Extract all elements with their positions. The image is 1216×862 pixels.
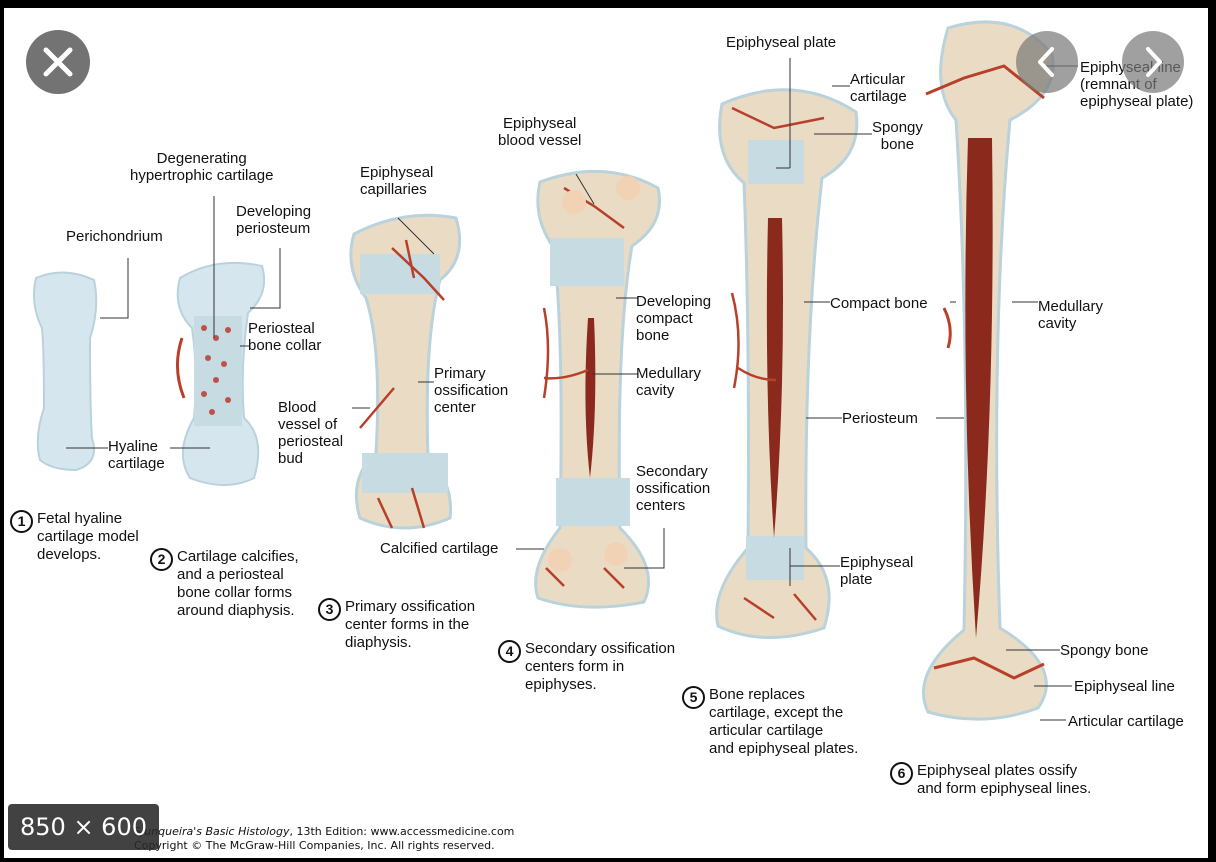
close-icon bbox=[43, 47, 73, 77]
credit-suffix: , 13th Edition: www.accessmedicine.com bbox=[289, 825, 515, 838]
label-developing-periosteum: Developing periosteum bbox=[236, 203, 312, 237]
stage-1-bone bbox=[33, 271, 98, 472]
stage-5-bone bbox=[715, 88, 859, 640]
step-number: 2 bbox=[150, 548, 173, 571]
chevron-left-icon bbox=[1038, 47, 1054, 77]
figure-illustration bbox=[33, 20, 1078, 721]
step-text: Cartilage calcifies, and a periosteal bo… bbox=[177, 548, 299, 619]
stage-3-bone bbox=[349, 213, 462, 530]
step-number: 6 bbox=[890, 762, 913, 785]
label-primary-ossification-center: Primary ossification center bbox=[434, 365, 509, 416]
label-compact-bone: Compact bone bbox=[830, 295, 928, 312]
step-text: Fetal hyaline cartilage model develops. bbox=[37, 510, 139, 563]
label-medullary-cavity-stage4: Medullary cavity bbox=[636, 365, 702, 399]
label-medullary-cavity-stage6: Medullary cavity bbox=[1038, 298, 1104, 332]
credit-copyright: Copyright © The McGraw-Hill Companies, I… bbox=[134, 839, 495, 852]
previous-image-button[interactable] bbox=[1016, 31, 1078, 93]
label-blood-vessel-periosteal-bud: Blood vessel of periosteal bud bbox=[278, 399, 344, 467]
label-degenerating-cartilage: Degenerating hypertrophic cartilage bbox=[130, 150, 274, 184]
stage-6-bone bbox=[922, 20, 1055, 721]
image-dimensions-badge: 850 × 600 bbox=[8, 804, 159, 850]
label-articular-cartilage-top: Articular cartilage bbox=[850, 71, 907, 105]
step-text: Primary ossification center forms in the… bbox=[345, 598, 476, 651]
label-spongy-bone-top: Spongy bone bbox=[872, 119, 923, 153]
label-articular-cartilage-stage6: Articular cartilage bbox=[1068, 713, 1184, 730]
next-image-button[interactable] bbox=[1122, 31, 1184, 93]
label-epiphyseal-plate-stage5: Epiphyseal plate bbox=[840, 554, 914, 588]
label-periosteum: Periosteum bbox=[842, 410, 918, 427]
step-number: 3 bbox=[318, 598, 341, 621]
chevron-right-icon bbox=[1146, 47, 1162, 77]
step-text: Secondary ossification centers form in e… bbox=[525, 640, 676, 693]
step-number: 4 bbox=[498, 640, 521, 663]
stage-4-bone bbox=[534, 169, 661, 609]
stage-2-bone bbox=[176, 261, 266, 486]
step-text: Bone replaces cartilage, except the arti… bbox=[709, 686, 859, 757]
label-perichondrium: Perichondrium bbox=[66, 228, 163, 245]
step-number: 5 bbox=[682, 686, 705, 709]
label-hyaline-cartilage: Hyaline cartilage bbox=[108, 438, 165, 472]
close-button[interactable] bbox=[26, 30, 90, 94]
step-text: Epiphyseal plates ossify and form epiphy… bbox=[917, 762, 1092, 797]
label-spongy-bone-stage6: Spongy bone bbox=[1060, 642, 1149, 659]
label-epiphyseal-line-stage6: Epiphyseal line bbox=[1074, 678, 1175, 695]
step-number: 1 bbox=[10, 510, 33, 533]
figure-credit: SJunqueira's Basic Histology, 13th Editi… bbox=[134, 825, 514, 853]
label-secondary-ossification-centers: Secondary ossification centers bbox=[636, 463, 711, 514]
label-calcified-cartilage: Calcified cartilage bbox=[380, 540, 499, 557]
label-epiphyseal-plate-top: Epiphyseal plate bbox=[726, 34, 837, 51]
credit-book-title: Junqueira's Basic Histology bbox=[140, 825, 290, 838]
label-epiphyseal-capillaries: Epiphyseal capillaries bbox=[360, 164, 434, 198]
label-epiphyseal-blood-vessel: Epiphyseal blood vessel bbox=[498, 115, 582, 149]
label-periosteal-bone-collar: Periosteal bone collar bbox=[248, 320, 322, 354]
bone-development-figure: Perichondrium Hyaline cartilage Degenera… bbox=[4, 8, 1208, 858]
leader-lines bbox=[66, 58, 1078, 721]
label-developing-compact-bone: Developing compact bone bbox=[636, 293, 712, 344]
